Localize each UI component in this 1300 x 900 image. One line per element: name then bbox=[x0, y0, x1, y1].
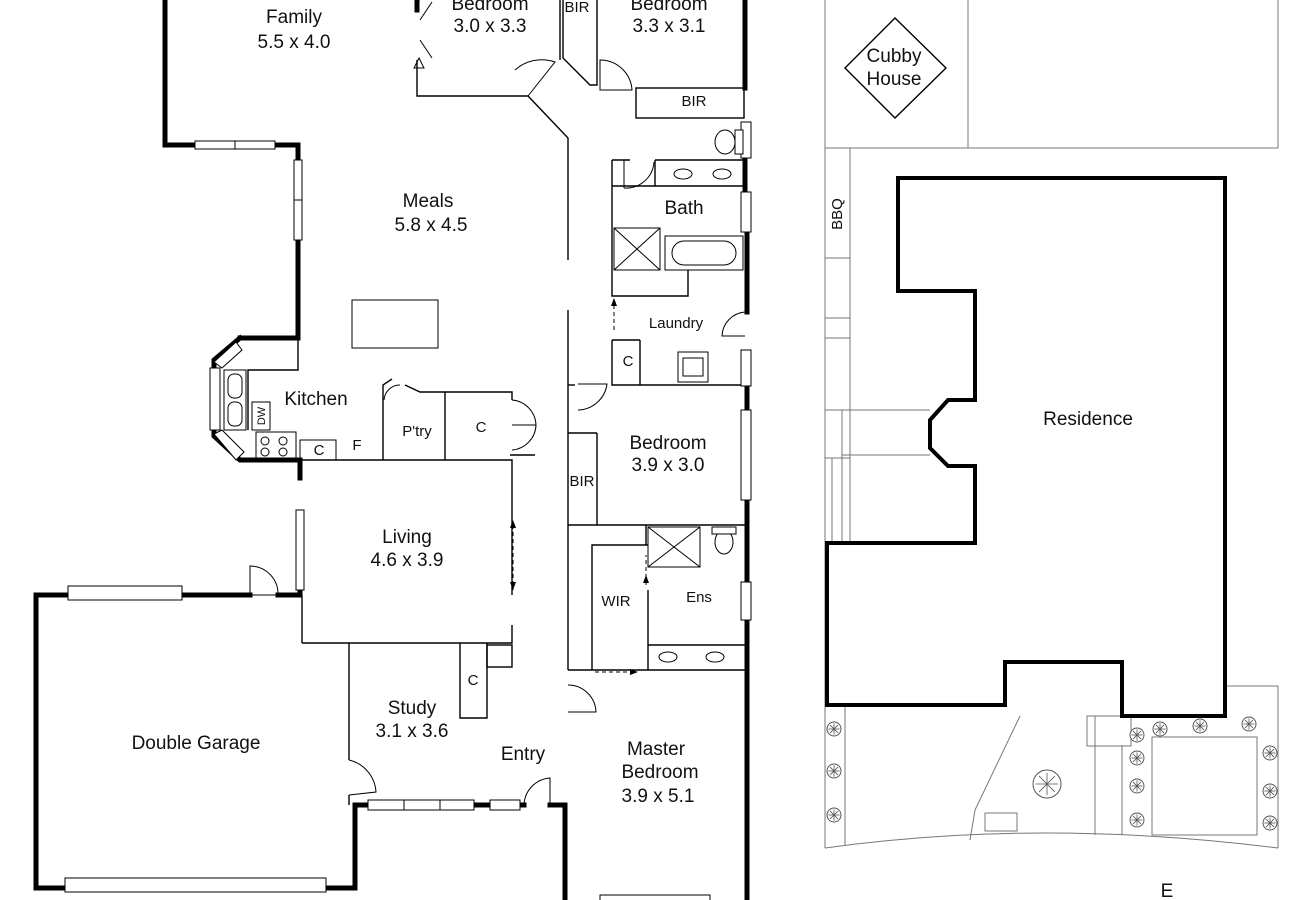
label-bir-bedroom: BIR bbox=[569, 473, 594, 490]
residence-footprint bbox=[825, 176, 1227, 718]
site-cubby-label-1: Cubby bbox=[867, 46, 922, 67]
label-fridge: F bbox=[352, 437, 361, 454]
room-garage-name: Double Garage bbox=[132, 733, 261, 754]
shrub-icon bbox=[1129, 778, 1145, 794]
room-kitchen-name: Kitchen bbox=[284, 389, 347, 410]
label-dishwasher: DW bbox=[256, 406, 268, 425]
shrub-icon bbox=[1129, 727, 1145, 743]
shrub-icon bbox=[1262, 783, 1278, 799]
room-bedroom2-name: Bedroom bbox=[629, 433, 706, 454]
shrub-icon bbox=[1262, 815, 1278, 831]
room-master-dims: 3.9 x 5.1 bbox=[622, 786, 695, 807]
interior-walls bbox=[247, 0, 745, 805]
room-living-name: Living bbox=[382, 527, 432, 548]
label-bir-upper: BIR bbox=[681, 93, 706, 110]
shrub-icon bbox=[1262, 745, 1278, 761]
room-family-dims: 5.5 x 4.0 bbox=[258, 32, 331, 53]
room-bath-name: Bath bbox=[664, 198, 703, 219]
shrub-icon bbox=[1129, 750, 1145, 766]
label-cupboard-laundry: C bbox=[623, 353, 634, 370]
shrub-icon bbox=[826, 807, 842, 823]
room-bedroom4-name: Bedroom bbox=[451, 0, 528, 15]
room-bedroom3-name: Bedroom bbox=[630, 0, 707, 15]
room-study-name: Study bbox=[388, 698, 437, 719]
shrub-icon bbox=[1032, 769, 1062, 799]
site-cubby-label-2: House bbox=[867, 69, 922, 90]
shrub-icon bbox=[1192, 718, 1208, 734]
room-entry-name: Entry bbox=[501, 744, 546, 765]
room-wir-name: WIR bbox=[601, 593, 630, 610]
label-cupboard-study: C bbox=[468, 672, 479, 689]
room-living-dims: 4.6 x 3.9 bbox=[371, 550, 444, 571]
room-family-name: Family bbox=[266, 7, 322, 28]
site-bbq-label: BBQ bbox=[829, 198, 846, 230]
room-meals-name: Meals bbox=[403, 191, 454, 212]
shrub-icon bbox=[826, 721, 842, 737]
windows bbox=[64, 121, 752, 900]
room-meals-dims: 5.8 x 4.5 bbox=[395, 215, 468, 236]
room-bedroom4-dims: 3.0 x 3.3 bbox=[454, 16, 527, 37]
garden-trees bbox=[826, 716, 1278, 831]
site-residence-label: Residence bbox=[1043, 409, 1133, 430]
fixture-labels: BIR BIR BIR P'try C C C C F DW bbox=[256, 0, 707, 689]
shrub-icon bbox=[1129, 812, 1145, 828]
exterior-walls bbox=[33, 0, 750, 900]
compass-label: E bbox=[1161, 881, 1174, 900]
room-study-dims: 3.1 x 3.6 bbox=[376, 721, 449, 742]
label-cupboard-kitchen: C bbox=[314, 442, 325, 459]
cubby-house bbox=[844, 17, 947, 119]
room-ensuite-name: Ens bbox=[686, 589, 712, 606]
label-cupboard-hall: C bbox=[476, 419, 487, 436]
room-master-name: Master bbox=[627, 739, 686, 760]
shrub-icon bbox=[1241, 716, 1257, 732]
shrub-icon bbox=[826, 763, 842, 779]
shrub-icon bbox=[1152, 721, 1168, 737]
room-bedroom3-dims: 3.3 x 3.1 bbox=[633, 16, 706, 37]
room-bedroom2-dims: 3.9 x 3.0 bbox=[632, 455, 705, 476]
label-bir-top: BIR bbox=[564, 0, 589, 16]
room-labels: Family 5.5 x 4.0 Bedroom 3.0 x 3.3 Bedro… bbox=[132, 0, 712, 807]
room-laundry-name: Laundry bbox=[649, 315, 704, 332]
room-master-name2: Bedroom bbox=[621, 762, 698, 783]
site-plan: Residence Cubby House BBQ E bbox=[824, 0, 1279, 900]
fixtures bbox=[223, 129, 744, 663]
label-pantry: P'try bbox=[402, 423, 432, 440]
doors bbox=[249, 0, 746, 806]
